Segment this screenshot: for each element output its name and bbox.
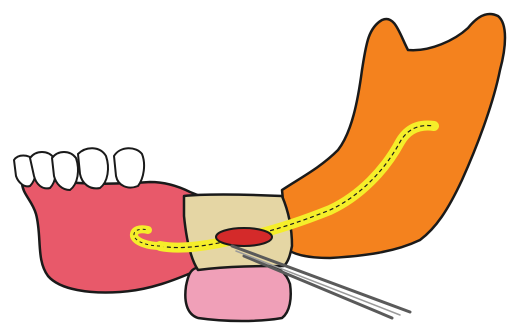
- anterior-mandible-body: [22, 178, 200, 293]
- tooth-molar: [114, 148, 144, 187]
- soft-tissue-flap: [185, 263, 290, 321]
- posterior-ramus: [282, 14, 505, 258]
- vessel-bundle: [216, 228, 272, 246]
- tooth-premolar: [78, 148, 108, 188]
